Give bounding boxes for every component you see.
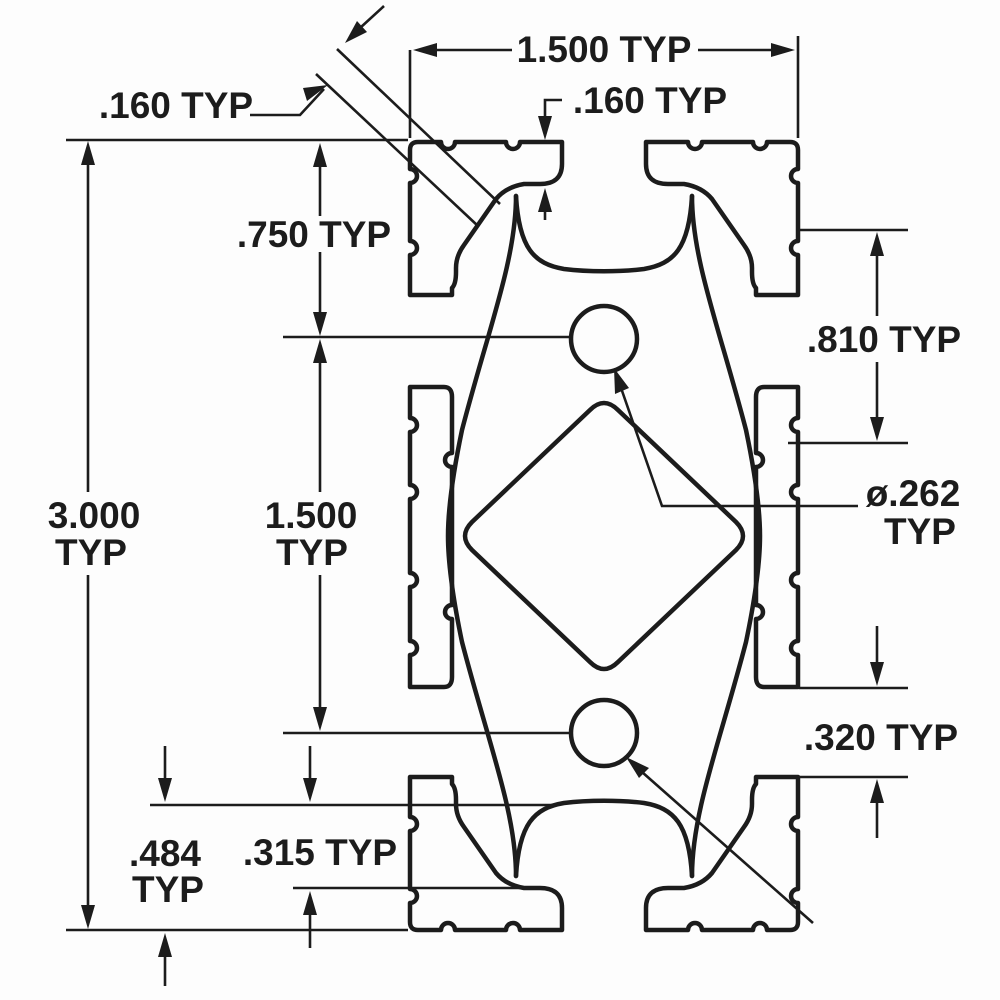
dimension-arrowheads bbox=[81, 21, 884, 957]
side-strip-left bbox=[407, 384, 455, 690]
dimension-labels: 1.500 TYP .160 TYP .160 TYP .750 TYP .81… bbox=[48, 29, 961, 910]
arrow-lip-down bbox=[538, 116, 552, 140]
wall-callout-diag-2 bbox=[336, 48, 501, 205]
arrow-hole-bottom-leader bbox=[626, 757, 649, 778]
arrow-320-top bbox=[870, 662, 884, 686]
arrow-484-bottom bbox=[158, 933, 172, 957]
arrow-750-top bbox=[313, 143, 327, 167]
arrow-750-bottom bbox=[313, 312, 327, 336]
arrow-315-top bbox=[303, 778, 317, 802]
dimension-lines bbox=[66, 5, 908, 986]
access-hole-bottom bbox=[568, 697, 640, 769]
leader-lip-center bbox=[543, 98, 562, 116]
label-wall-thickness: .160 TYP bbox=[99, 85, 253, 126]
label-overall-height-value: 3.000 bbox=[48, 495, 141, 536]
label-overall-width: 1.500 TYP bbox=[517, 29, 692, 70]
web-sweep-left bbox=[445, 193, 519, 879]
corner-piece-top-right bbox=[643, 139, 801, 298]
label-lip-thickness: .160 TYP bbox=[573, 80, 727, 121]
label-slot-pitch-value: 1.500 bbox=[265, 495, 358, 536]
arrow-315-bottom bbox=[303, 891, 317, 915]
wall-callout-diag-1 bbox=[315, 73, 479, 227]
center-diamond-cavity bbox=[462, 400, 746, 672]
leader-hole-top bbox=[618, 384, 858, 508]
arrow-810-bottom bbox=[870, 417, 884, 441]
arrow-wall-callout bbox=[345, 21, 367, 43]
label-overall-height-suffix: TYP bbox=[55, 532, 127, 573]
label-side-slot-span: .810 TYP bbox=[807, 319, 961, 360]
bottom-slot-cavity bbox=[513, 798, 695, 879]
corner-piece-bottom-right bbox=[643, 774, 801, 933]
wall-callout-arrow-tail bbox=[359, 5, 385, 29]
arrow-height-bottom bbox=[81, 905, 95, 929]
profile-outline bbox=[407, 139, 801, 933]
corner-piece-bottom-left bbox=[407, 774, 565, 933]
access-hole-top bbox=[568, 303, 640, 375]
label-bottom-inset: .315 TYP bbox=[243, 832, 397, 873]
leader-hole-bottom bbox=[641, 771, 814, 924]
arrow-484-top bbox=[158, 778, 172, 802]
arrow-width-right bbox=[771, 43, 795, 57]
arrow-pitch-bottom bbox=[313, 707, 327, 731]
label-corner-inset-value: .484 bbox=[129, 833, 201, 874]
arrow-wall-left-leader bbox=[303, 85, 328, 101]
label-hole-diameter-value: ø.262 bbox=[866, 473, 961, 514]
arrow-height-top bbox=[81, 141, 95, 165]
side-strip-right bbox=[753, 384, 801, 690]
arrow-hole-top-leader bbox=[614, 368, 629, 394]
arrow-320-bottom bbox=[870, 779, 884, 803]
corner-piece-top-left bbox=[407, 139, 565, 298]
label-corner-inset-suffix: TYP bbox=[132, 869, 204, 910]
leader-wall-left bbox=[250, 88, 325, 117]
label-slot-opening: .320 TYP bbox=[804, 717, 958, 758]
label-first-slot-offset: .750 TYP bbox=[237, 214, 391, 255]
arrow-pitch-top bbox=[313, 339, 327, 363]
label-slot-pitch-suffix: TYP bbox=[276, 532, 348, 573]
label-hole-diameter-suffix: TYP bbox=[884, 511, 956, 552]
arrow-width-left bbox=[413, 43, 437, 57]
web-sweep-right bbox=[689, 193, 763, 879]
top-slot-cavity bbox=[513, 193, 695, 274]
arrow-lip-up bbox=[538, 188, 552, 212]
arrow-810-top bbox=[870, 232, 884, 256]
